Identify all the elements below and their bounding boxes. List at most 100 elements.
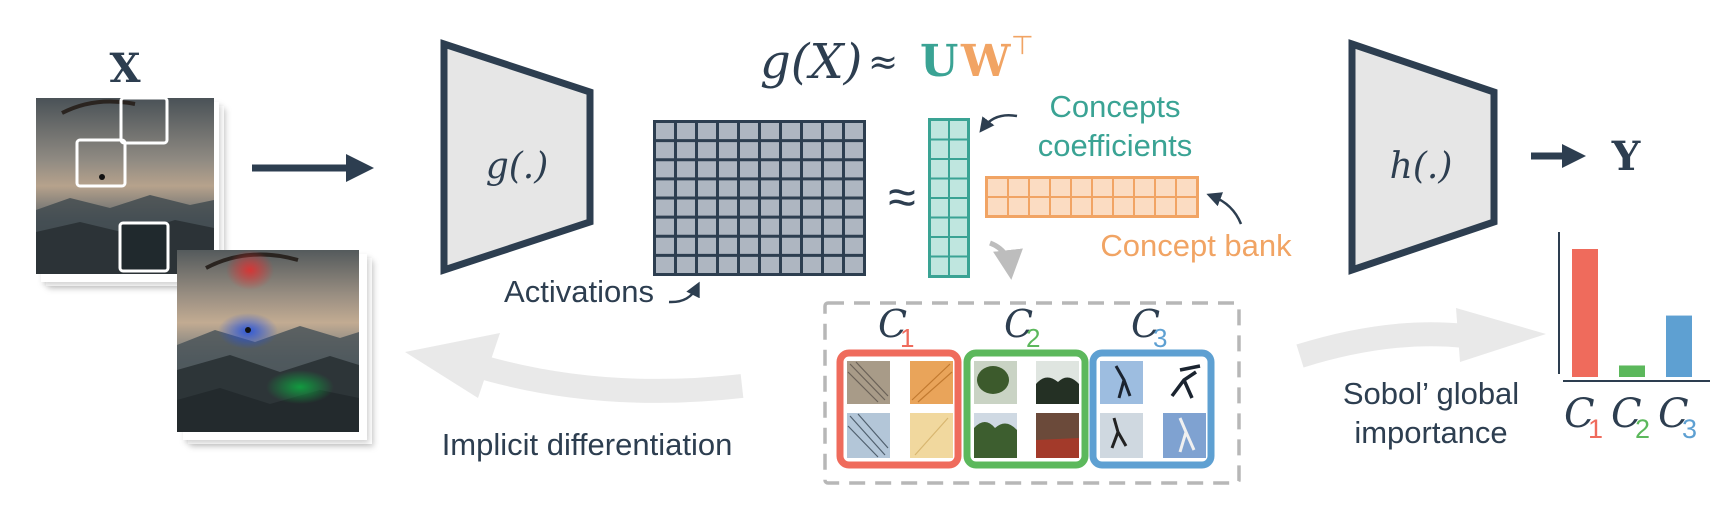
activation-cell (761, 180, 779, 197)
activation-cell (719, 142, 737, 159)
concept-1-examples (836, 349, 962, 469)
activation-cell (845, 237, 863, 254)
concept-bank-label: Concept bank (1100, 228, 1292, 263)
activation-cell (740, 218, 758, 235)
importance-bar-label-2: C (1611, 391, 1642, 437)
importance-bar-label-1: C (1564, 391, 1595, 437)
equation-approx: ≈ (868, 42, 898, 83)
activation-cell (719, 237, 737, 254)
concept-bank-cell (1177, 179, 1196, 196)
activations-pointer-arrow (668, 281, 700, 304)
w-matrix (985, 176, 1199, 218)
coefficient-cell (931, 160, 948, 178)
importance-bar-3 (1666, 315, 1692, 377)
concept-heatmap-red (226, 250, 274, 290)
activation-cell (698, 199, 716, 216)
activation-cell (782, 237, 800, 254)
activation-cell (740, 142, 758, 159)
activation-cell (782, 199, 800, 216)
concept-header-1: C 1 (878, 302, 914, 353)
activation-cell (803, 256, 821, 273)
concept-bank-cell (988, 198, 1007, 215)
equation-u: U (920, 36, 958, 87)
activation-cell (677, 123, 695, 140)
decoder-block: h(.) (1348, 39, 1498, 275)
activation-cell (782, 180, 800, 197)
arrow-to-output (1531, 144, 1586, 168)
activation-cell (782, 218, 800, 235)
activation-cell (698, 237, 716, 254)
input-image (36, 96, 214, 274)
equation: g(X) ≈ U W ⊤ (760, 30, 1034, 90)
activation-cell (698, 161, 716, 178)
concept-bank-cell (1156, 179, 1175, 196)
attribution-image-stack (177, 250, 372, 444)
coefficient-cell (950, 121, 967, 139)
activation-cell (845, 161, 863, 178)
crop-box (75, 138, 127, 188)
concept-3-thumbnail (1100, 361, 1143, 404)
activation-cell (677, 161, 695, 178)
activation-cell (761, 123, 779, 140)
concept-header-2: C 2 (1004, 302, 1040, 353)
activation-cell (719, 218, 737, 235)
activation-cell (782, 256, 800, 273)
activation-cell (845, 199, 863, 216)
activation-cell (824, 142, 842, 159)
matrix-approx: ≈ (888, 169, 915, 225)
implicit-differentiation-label: Implicit differentiation (442, 427, 733, 462)
activation-cell (803, 199, 821, 216)
concept-bank-cell (1114, 179, 1133, 196)
activation-cell (719, 123, 737, 140)
equation-lhs: g(X) (760, 34, 862, 90)
importance-bar-label-index-3: 3 (1682, 414, 1697, 444)
activations-label: Activations (504, 274, 654, 309)
activation-cell (845, 142, 863, 159)
activation-cell (761, 142, 779, 159)
importance-bar-label-index-1: 1 (1588, 414, 1603, 444)
svg-text:C: C (1131, 302, 1160, 346)
activation-cell (824, 237, 842, 254)
decoder-label: h(.) (1390, 146, 1453, 187)
activation-cell (740, 256, 758, 273)
activation-cell (740, 180, 758, 197)
concept-bank-cell (988, 179, 1007, 196)
crop-box (118, 221, 170, 273)
concept-bank-cell (1093, 198, 1112, 215)
activation-cell (719, 180, 737, 197)
concept-bank-cell (1009, 179, 1028, 196)
u-matrix (928, 118, 970, 278)
activation-cell (740, 237, 758, 254)
concept-bank-cell (1177, 198, 1196, 215)
importance-bar-2 (1619, 365, 1645, 377)
concept-bank-cell (1051, 198, 1070, 215)
activation-cell (761, 237, 779, 254)
sobol-arrow (1296, 308, 1546, 368)
activation-cell (782, 142, 800, 159)
coefficient-cell (950, 179, 967, 197)
sobol-label-line2: importance (1354, 415, 1507, 450)
concept-bank-cell (1135, 179, 1154, 196)
activation-cell (803, 237, 821, 254)
activation-cell (698, 218, 716, 235)
to-concepts-arrow (989, 240, 1023, 280)
concepts-coefficients-label-line1: Concepts (1050, 89, 1181, 124)
activation-cell (677, 199, 695, 216)
coefficient-cell (931, 121, 948, 139)
activation-cell (803, 123, 821, 140)
activation-cell (719, 161, 737, 178)
coefficient-cell (931, 179, 948, 197)
activation-cell (824, 199, 842, 216)
activation-cell (656, 199, 674, 216)
activation-cell (761, 256, 779, 273)
concept-heatmap-green (266, 370, 334, 404)
activation-cell (656, 180, 674, 197)
concept-2-examples (963, 349, 1089, 469)
concept-bank-pointer-arrow (1206, 192, 1243, 225)
crop-box (119, 96, 169, 145)
encoder-label: g(.) (486, 146, 549, 187)
activation-cell (677, 256, 695, 273)
activation-cell (803, 218, 821, 235)
